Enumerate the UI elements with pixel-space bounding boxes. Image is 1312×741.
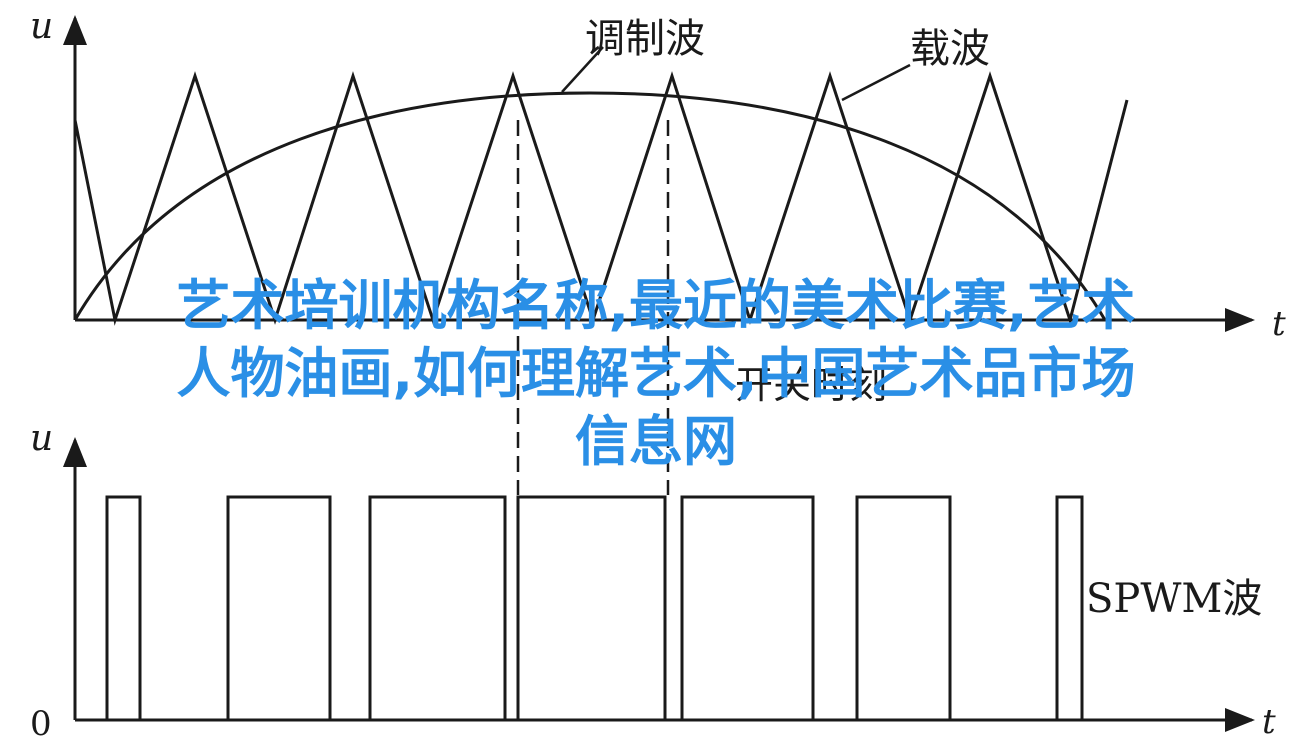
- spwm-pulse: [680, 495, 815, 720]
- spwm-pulse: [516, 495, 667, 720]
- modulating-wave-curve: [73, 91, 1107, 321]
- spwm-pulse: [368, 495, 507, 720]
- spwm-pulse: [105, 495, 142, 720]
- top-t-label: t: [1272, 304, 1286, 344]
- top-u-label: u: [30, 6, 53, 47]
- carrier-wave-leader: [841, 63, 911, 102]
- spwm-pulse: [226, 495, 332, 720]
- time-compare-label: 开关时刻: [735, 363, 887, 407]
- spwm-wave-label: SPWM波: [1086, 576, 1262, 622]
- modulating-wave-leader: [561, 46, 604, 93]
- spwm-pulse: [1055, 495, 1084, 720]
- spwm-pulse: [855, 495, 952, 720]
- carrier-wave-label: 载波: [910, 26, 990, 72]
- bottom-u-label: u: [30, 418, 53, 459]
- origin-zero-label: 0: [30, 704, 52, 741]
- spwm-pulses: [105, 495, 1084, 720]
- bottom-t-label: t: [1262, 702, 1276, 741]
- carrier-wave-triangles: [73, 71, 1129, 326]
- modulating-wave-label: 调制波: [585, 16, 705, 62]
